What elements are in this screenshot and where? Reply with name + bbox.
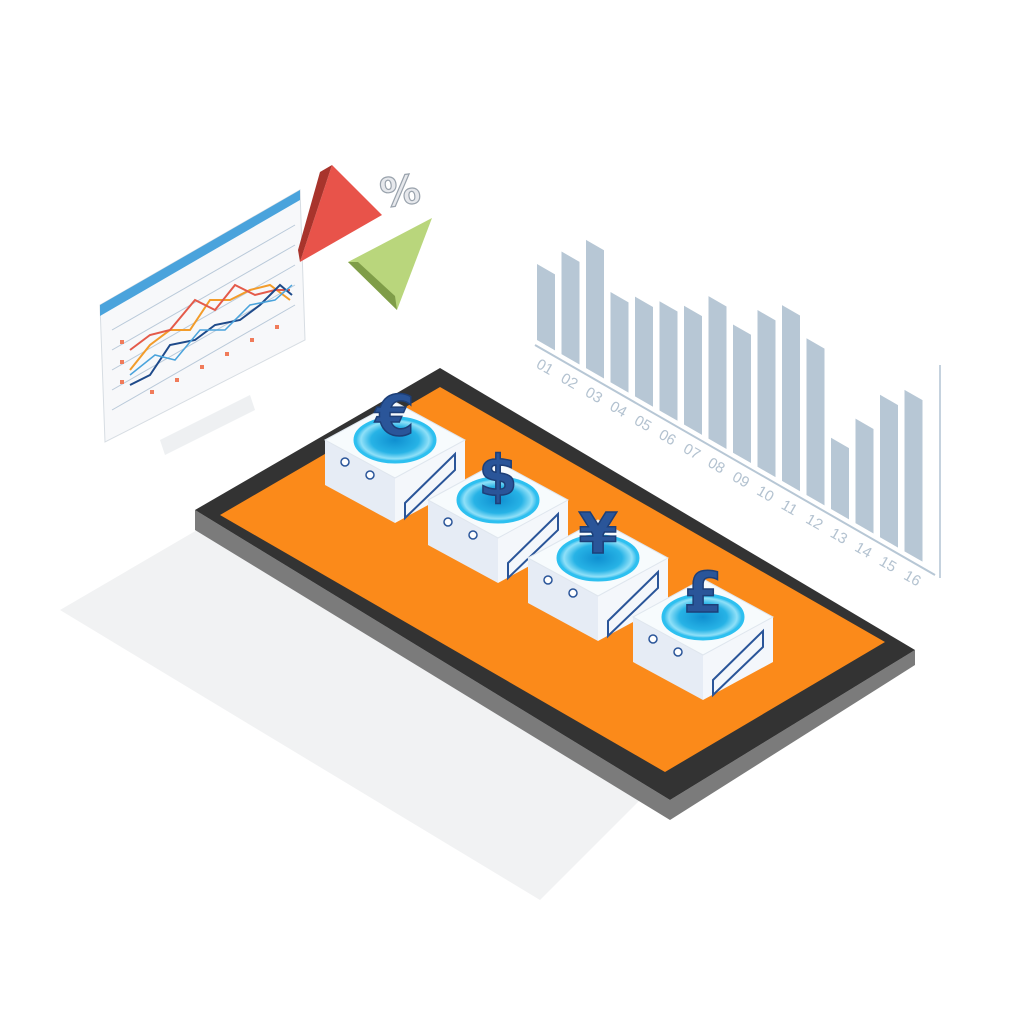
glow-ring — [353, 416, 437, 464]
bar-label: 05 — [631, 412, 654, 435]
euro-symbol-icon: € — [374, 384, 415, 449]
line-chart-window — [99, 189, 306, 455]
bar-02 — [561, 251, 580, 365]
bar-label: 16 — [901, 567, 924, 590]
bar-09 — [733, 324, 751, 464]
pound-symbol-icon: £ — [684, 561, 723, 626]
bar-chart-baseline — [534, 344, 936, 576]
bar-label: 04 — [607, 398, 630, 421]
bar-12 — [806, 338, 825, 506]
bar-13 — [831, 437, 849, 520]
bar-04 — [610, 292, 629, 393]
bar-label: 08 — [705, 454, 728, 477]
bar-label: 13 — [827, 525, 850, 548]
yen-symbol-icon: ¥ — [579, 502, 618, 567]
bar-03 — [586, 239, 604, 379]
glow-ring — [661, 593, 745, 641]
bar-label: 07 — [680, 440, 703, 463]
down-triangle-icon — [348, 218, 432, 310]
pedestal-yen: ¥ — [526, 501, 670, 641]
percent-symbol: % — [377, 166, 423, 217]
chart-line-orange — [129, 283, 291, 371]
chart-line-navy — [129, 283, 293, 386]
glow-ring — [556, 534, 640, 582]
bar-label: 01 — [533, 356, 556, 379]
bar-label: 15 — [876, 553, 899, 576]
bar-label: 11 — [778, 497, 800, 520]
bar-label: 09 — [729, 468, 752, 491]
currency-pedestals: € $ ¥ £ — [323, 383, 775, 700]
bar-10 — [757, 310, 776, 478]
bar-label: 12 — [803, 511, 826, 534]
dollar-symbol-icon: $ — [479, 444, 518, 509]
bar-07 — [684, 305, 702, 435]
bar-label: 14 — [852, 539, 875, 562]
bar-15 — [880, 394, 898, 548]
bar-16 — [904, 389, 923, 562]
pedestal-euro: € — [323, 383, 467, 523]
bar-05 — [635, 296, 653, 407]
bar-label: 02 — [558, 370, 581, 393]
bar-label: 10 — [754, 483, 777, 506]
bar-06 — [659, 301, 678, 421]
glow-ring — [456, 476, 540, 524]
pedestal-pound: £ — [631, 560, 775, 700]
bar-label: 03 — [582, 384, 605, 407]
floor-shadow — [60, 470, 720, 900]
bar-01 — [537, 264, 555, 351]
chart-line-red — [129, 283, 290, 351]
up-triangle-icon — [298, 165, 382, 262]
bar-08 — [708, 296, 727, 449]
bar-14 — [855, 418, 874, 534]
bar-11 — [782, 305, 800, 492]
bar-label: 06 — [656, 426, 679, 449]
chart-line-blue — [129, 284, 293, 376]
pedestal-dollar: $ — [426, 443, 570, 583]
